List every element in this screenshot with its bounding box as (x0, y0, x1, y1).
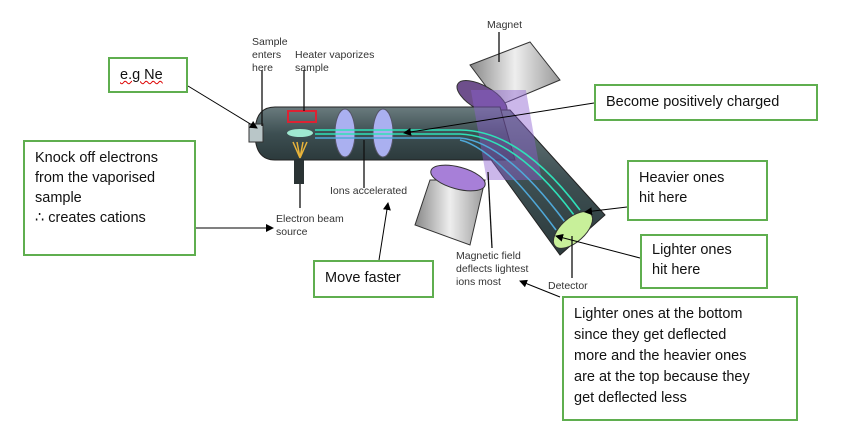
accelerator-plate-1 (334, 108, 356, 158)
accelerator-plate-2 (372, 108, 394, 158)
annotation-positively-charged: Become positively charged (594, 84, 818, 121)
label-detector: Detector (548, 280, 588, 292)
electron-source (294, 160, 304, 184)
vapor-cloud (287, 129, 313, 137)
electron-beam (292, 141, 308, 159)
sample-inlet (248, 123, 264, 143)
magnet-bottom (414, 164, 486, 246)
heater (287, 110, 317, 123)
label-magnet: Magnet (487, 19, 522, 31)
label-leader-lines (261, 32, 573, 278)
ion-beams (315, 129, 581, 231)
magnetic-field-region (470, 90, 542, 180)
annotation-move-faster: Move faster (313, 260, 434, 298)
label-ions-accelerated: Ions accelerated (330, 185, 407, 197)
annotation-eg-ne: e.g Ne (108, 57, 188, 93)
annotation-arrows (187, 85, 641, 298)
